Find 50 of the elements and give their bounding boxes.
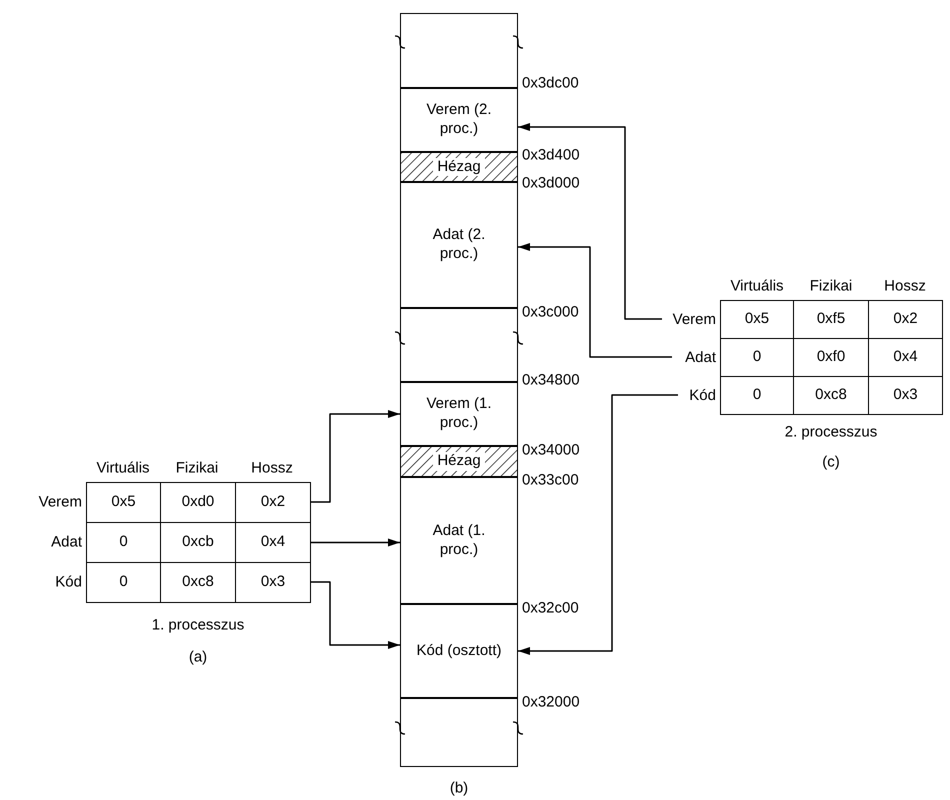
row-label: Verem: [38, 494, 82, 510]
column-header: Virtuális: [96, 460, 150, 476]
column-header: Hossz: [251, 460, 293, 476]
address-label: 0x33c00: [522, 472, 579, 488]
row-label: Adat: [672, 347, 716, 367]
memory-segment: [400, 698, 518, 767]
table-cell: 0x2: [235, 482, 311, 523]
memory-segment: Adat (1. proc.): [400, 477, 518, 604]
arrow: [518, 123, 662, 320]
memory-segment: Verem (1. proc.): [400, 382, 518, 446]
arrow: [311, 538, 400, 546]
column-header: Fizikai: [176, 460, 218, 476]
table-cell: 0x3: [868, 376, 943, 415]
address-label: 0x3c000: [522, 304, 579, 320]
table-cell: 0: [720, 376, 794, 415]
row-label: Verem: [662, 309, 716, 329]
memory-segment: [400, 308, 518, 382]
memory-segment: Adat (2. proc.): [400, 182, 518, 308]
memory-segment: Kód (osztott): [400, 604, 518, 698]
row-label: Kód: [55, 574, 82, 590]
table-cell: 0x2: [868, 300, 943, 339]
arrow: [311, 581, 400, 649]
column-header: Hossz: [884, 278, 926, 294]
arrow: [518, 394, 678, 655]
table-cell: 0x5: [720, 300, 794, 339]
table-cell: 0x3: [235, 562, 311, 603]
table-cell: 0: [86, 562, 161, 603]
column-header: Fizikai: [810, 278, 852, 294]
gap-segment: Hézag: [400, 152, 518, 182]
address-label: 0x32c00: [522, 600, 579, 616]
address-label: 0x3d000: [522, 176, 580, 190]
memory-segment: Verem (2. proc.): [400, 88, 518, 152]
panel-label: (a): [188, 650, 208, 664]
address-label: 0x34000: [522, 442, 580, 458]
address-label: 0x3dc00: [522, 76, 579, 90]
table-caption: 2. processzus: [784, 424, 878, 440]
arrow: [518, 243, 672, 358]
panel-label: (c): [822, 454, 840, 470]
memory-segment: [400, 13, 518, 88]
table-caption: 1. processzus: [152, 618, 244, 632]
address-label: 0x32000: [522, 694, 580, 710]
address-label: 0x3d400: [522, 148, 580, 162]
column-header: Virtuális: [730, 278, 784, 294]
table-cell: 0x5: [86, 482, 161, 523]
gap-segment: Hézag: [400, 446, 518, 477]
panel-label: (b): [450, 780, 468, 796]
arrow: [311, 410, 400, 503]
row-label: Kód: [678, 385, 716, 405]
row-label: Adat: [51, 534, 82, 550]
address-label: 0x34800: [522, 372, 580, 388]
